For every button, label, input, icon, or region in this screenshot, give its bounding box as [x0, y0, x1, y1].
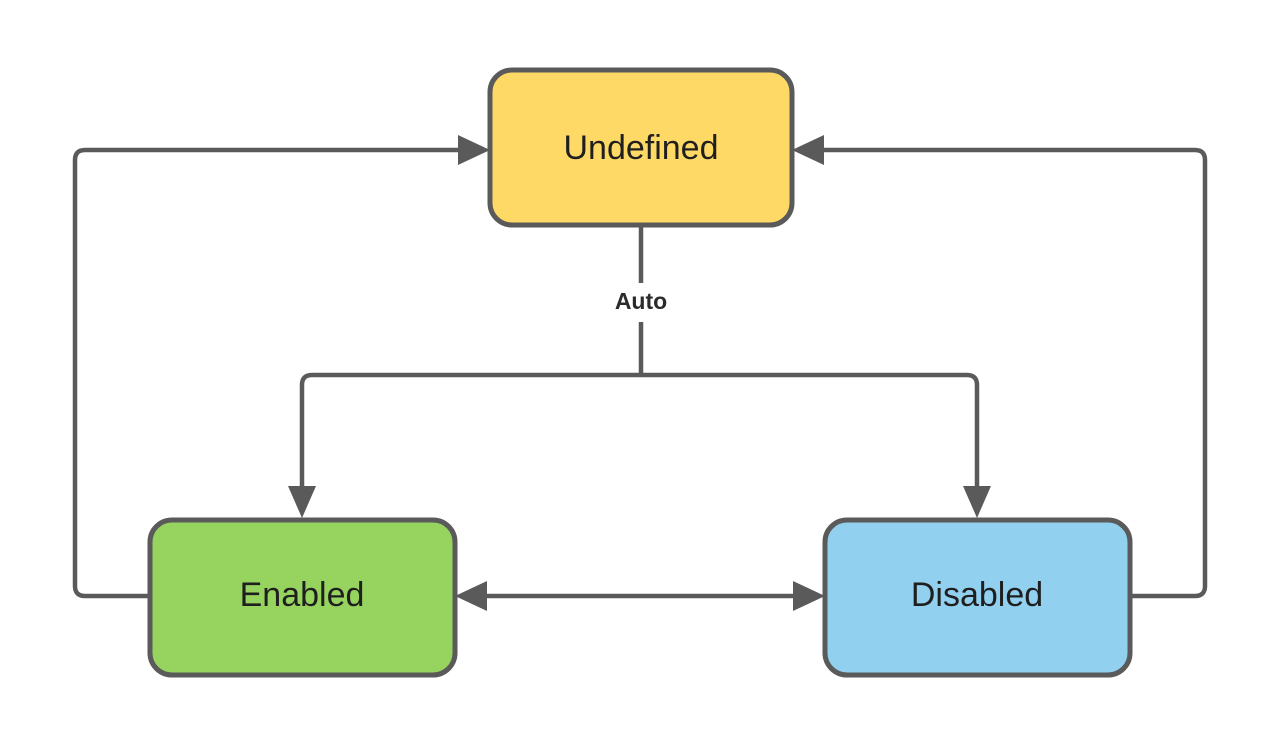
- edge-enabled-disabled-bidirectional[interactable]: [455, 581, 825, 611]
- arrowhead-into-disabled: [963, 486, 991, 518]
- arrowhead-into-undefined-left: [458, 135, 490, 165]
- arrowhead-into-enabled: [288, 486, 316, 518]
- node-undefined-label: Undefined: [563, 129, 718, 167]
- arrowhead-into-disabled-side: [793, 581, 825, 611]
- arrowhead-into-enabled-side: [455, 581, 487, 611]
- node-enabled-label: Enabled: [240, 576, 365, 614]
- edge-branch-left: [299, 372, 641, 492]
- node-disabled-label: Disabled: [911, 576, 1043, 614]
- edge-disabled-to-undefined[interactable]: [792, 135, 1208, 599]
- node-disabled[interactable]: Disabled: [822, 517, 1133, 678]
- node-enabled[interactable]: Enabled: [147, 517, 458, 678]
- node-disabled-shape: [822, 517, 1133, 678]
- edge-line-right-loop: [818, 147, 1208, 599]
- edge-undefined-to-disabled[interactable]: [641, 372, 991, 518]
- edge-line-left-loop: [72, 147, 464, 599]
- node-undefined-shape: [487, 67, 795, 228]
- edge-label-auto: Auto: [615, 288, 667, 314]
- arrowhead-into-undefined-right: [792, 135, 824, 165]
- node-undefined[interactable]: Undefined: [487, 67, 795, 228]
- edge-branch-right: [641, 372, 980, 492]
- edge-undefined-to-enabled[interactable]: [288, 225, 644, 518]
- edge-enabled-to-undefined[interactable]: [72, 135, 490, 599]
- node-enabled-shape: [147, 517, 458, 678]
